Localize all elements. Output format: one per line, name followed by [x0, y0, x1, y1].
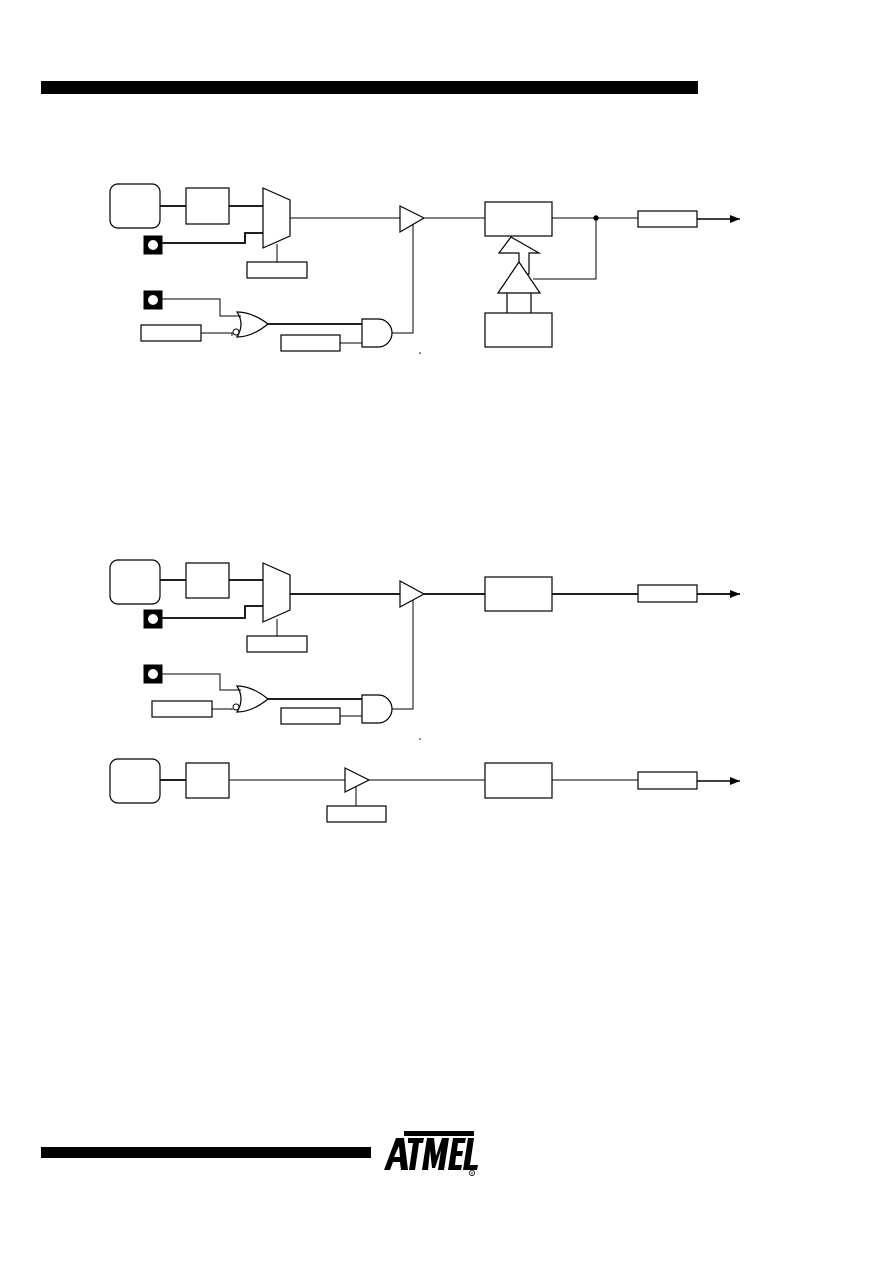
output-label-box: [637, 584, 698, 603]
wire: [162, 232, 263, 244]
source-block: [109, 183, 161, 229]
wire: [162, 298, 241, 317]
wire: [392, 600, 414, 710]
enable-label-box: [280, 334, 341, 352]
pin-hole: [148, 295, 158, 305]
mux-select-label-box: [246, 261, 308, 279]
wire: [162, 673, 241, 691]
figure-2: [109, 559, 740, 725]
svg-text:R: R: [471, 1171, 474, 1175]
speck: [419, 352, 421, 354]
wire: [392, 224, 414, 334]
wire: [162, 605, 263, 619]
pin-hole: [148, 669, 158, 679]
inverter-bubble: [232, 703, 240, 711]
figure-3: [109, 758, 740, 823]
buffer-enable-label-box: [326, 805, 387, 823]
output-buffer: [399, 205, 426, 234]
output-label-box: [637, 210, 698, 228]
output-label-box: [637, 771, 698, 790]
footer-bar: [41, 1147, 371, 1158]
output-block: [484, 576, 553, 612]
enable-label-box: [280, 707, 341, 725]
register-block: [185, 562, 230, 599]
register-block: [185, 762, 230, 799]
and-gate: [361, 694, 393, 724]
wire: [212, 708, 233, 710]
mux: [262, 562, 291, 623]
inverter-bubble: [232, 328, 240, 336]
mux-select-label-box: [246, 635, 308, 653]
atmel-logo: R: [384, 1131, 478, 1176]
or-gate: [235, 685, 269, 713]
input-buffer: [344, 767, 371, 793]
register-block: [185, 187, 230, 225]
pin-hole: [148, 240, 158, 250]
header-bar: [41, 81, 698, 94]
output-block: [484, 762, 553, 799]
source-block: [109, 758, 161, 804]
mux: [262, 187, 291, 249]
figure-1: [109, 183, 740, 352]
feedback-wire: [533, 218, 597, 280]
output-block: [484, 201, 553, 237]
output-buffer: [399, 579, 426, 609]
input-label-box: [140, 324, 202, 342]
pin-hole: [148, 614, 158, 624]
input-label-box: [151, 700, 213, 718]
wire: [201, 332, 233, 336]
input-source-block: [484, 312, 553, 348]
or-gate: [235, 311, 269, 338]
source-block: [109, 559, 161, 605]
input-buffer-up: [496, 260, 542, 294]
speck: [419, 738, 421, 740]
and-gate: [361, 318, 393, 348]
